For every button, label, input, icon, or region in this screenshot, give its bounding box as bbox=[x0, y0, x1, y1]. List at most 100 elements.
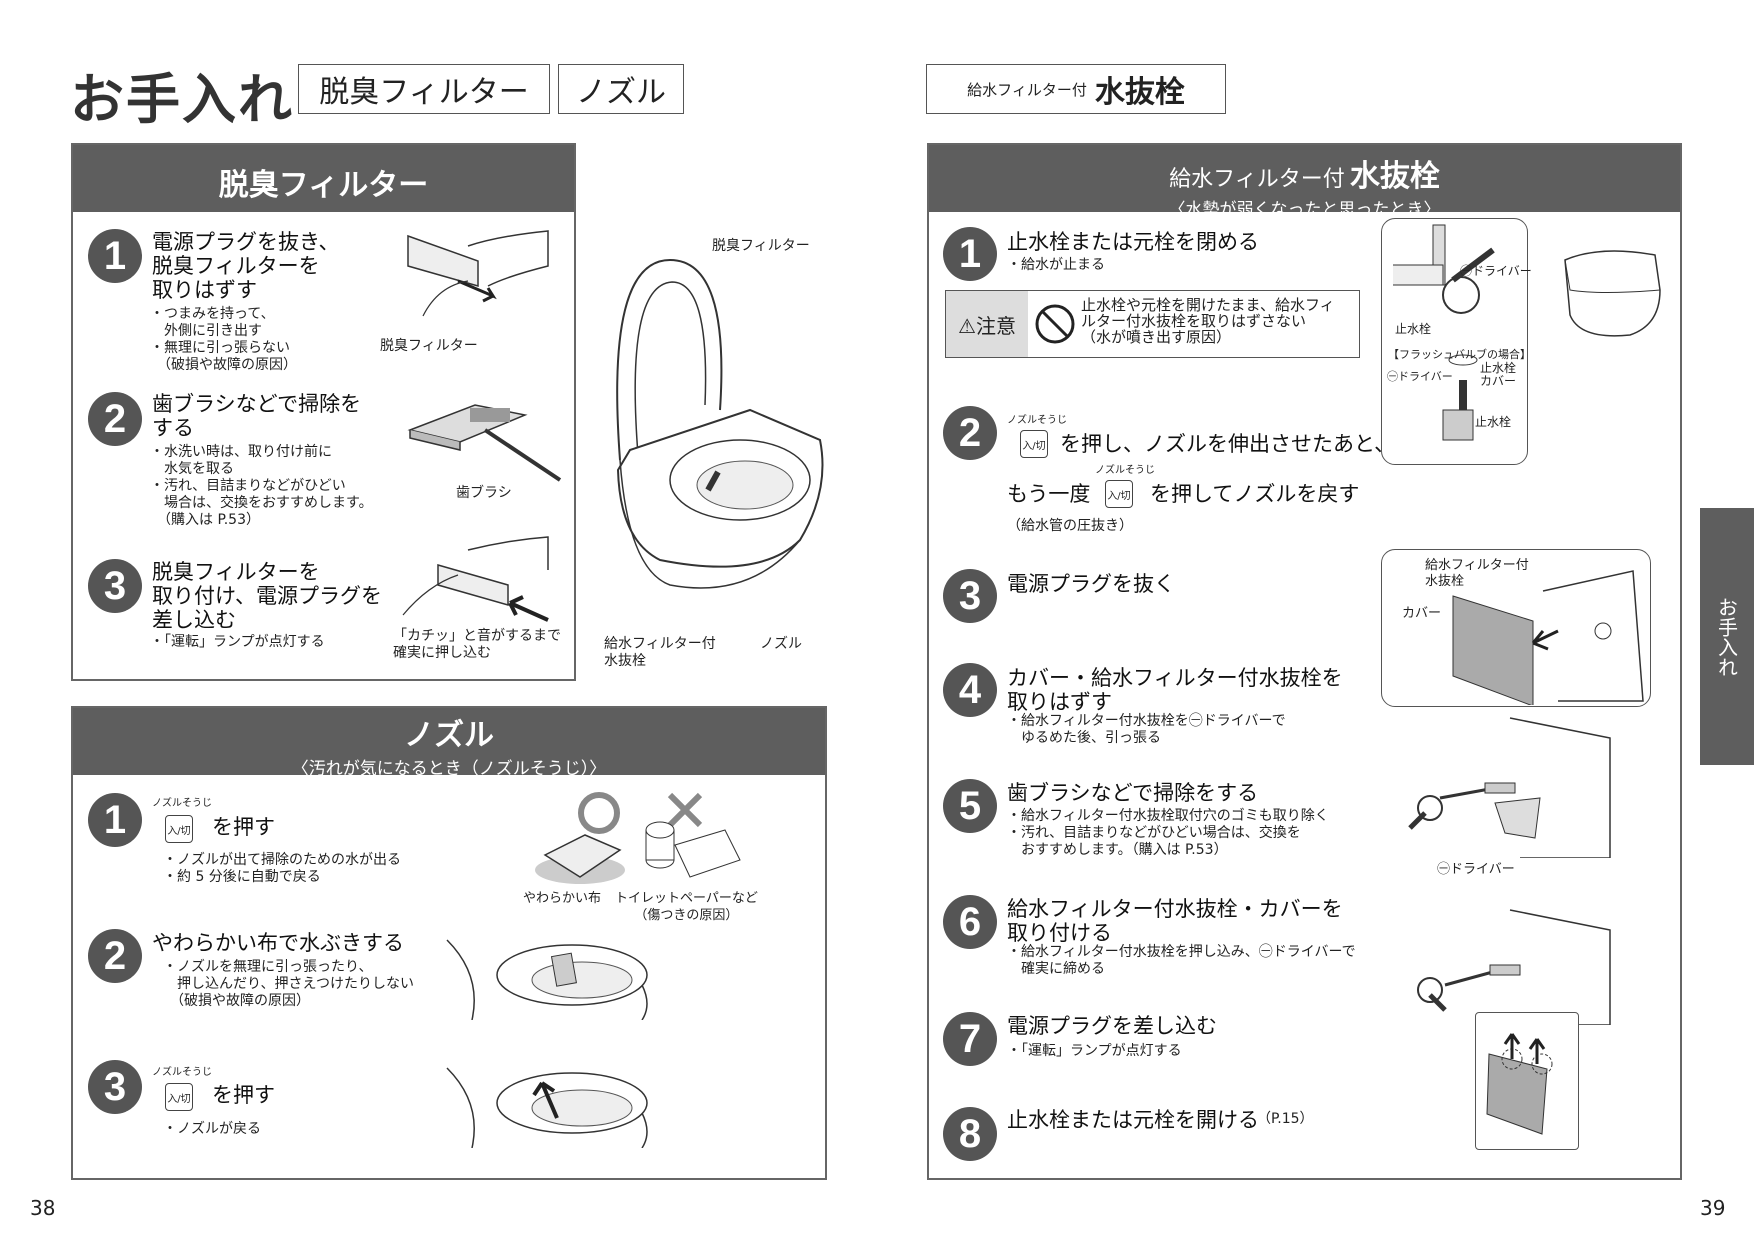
step-number: 2 bbox=[943, 406, 997, 460]
step-number: 3 bbox=[943, 569, 997, 623]
step-number: 3 bbox=[88, 559, 142, 613]
ng-label: トイレットペーパーなど （傷つきの原因） bbox=[615, 891, 758, 923]
toilet-nozzle-label: ノズル bbox=[760, 636, 802, 652]
driver3-label: ㊀ドライバー bbox=[1437, 862, 1515, 877]
driver2-label: ㊀ドライバー bbox=[1387, 370, 1453, 383]
step-title-a: を押し、ノズルを伸出させたあと、 bbox=[1060, 432, 1396, 456]
page-title: お手入れ bbox=[70, 68, 294, 131]
step-title: 電源プラグを差し込む bbox=[1007, 1014, 1217, 1038]
step-notes: ・ノズルが戻る bbox=[163, 1121, 261, 1137]
button-caption: ノズルそうじ bbox=[1095, 465, 1155, 476]
step-title: 止水栓または元栓を開ける bbox=[1007, 1108, 1259, 1132]
cover-install-illustration bbox=[1486, 1033, 1553, 1135]
step-notes: ・給水が止まる bbox=[1007, 257, 1105, 273]
step-title: カバー・給水フィルター付水抜栓を 取りはずす bbox=[1007, 666, 1343, 714]
valve-removal-illustration bbox=[1408, 717, 1611, 858]
nozzle-retract-illustration bbox=[446, 1067, 648, 1148]
button-caption: ノズルそうじ bbox=[1007, 415, 1067, 426]
toothbrush-caption: 歯ブラシ bbox=[456, 485, 512, 501]
caution-label: ⚠注意 bbox=[946, 291, 1028, 357]
step-title: 給水フィルター付水抜栓・カバーを 取り付ける bbox=[1007, 897, 1343, 945]
nozzle-subheading: 〈汚れが気になるとき（ノズルそうじ）〉 bbox=[291, 759, 607, 779]
step-notes: ・ノズルが出て掃除のための水が出る ・約 5 分後に自動で戻る bbox=[163, 852, 401, 885]
button-caption: ノズルそうじ bbox=[152, 1067, 212, 1078]
filter-caption: 脱臭フィルター bbox=[380, 338, 478, 354]
toilet-valve-label: 給水フィルター付 水抜栓 bbox=[604, 636, 716, 669]
step-number: 8 bbox=[943, 1107, 997, 1161]
stopcock-cover-label: 止水栓 カバー bbox=[1480, 361, 1517, 388]
step-title: 止水栓または元栓を閉める bbox=[1007, 230, 1259, 254]
valve-ill-label: 給水フィルター付 水抜栓 bbox=[1425, 558, 1529, 589]
step-title: 電源プラグを抜く bbox=[1007, 572, 1175, 596]
nozzle-heading: ノズル bbox=[404, 718, 494, 753]
step-notes: ・つまみを持って、 外側に引き出す ・無理に引っ張らない （破損や故障の原因） bbox=[150, 306, 297, 373]
valve-subheading: 〈水勢が弱くなったと思ったとき〉 bbox=[1168, 200, 1441, 220]
step-title: を押す bbox=[212, 815, 275, 839]
nozzle-clean-button-icon: 入/切 bbox=[165, 815, 193, 843]
valve-panel-header: 給水フィルター付 水抜栓 〈水勢が弱くなったと思ったとき〉 bbox=[929, 145, 1680, 220]
step-number: 5 bbox=[943, 779, 997, 833]
filter-insert-illustration bbox=[402, 536, 549, 622]
tag-label: 脱臭フィルター bbox=[319, 75, 529, 110]
step-notes: ・ノズルを無理に引っ張ったり、 押し込んだり、押さえつけたりしない （破損や故障… bbox=[163, 959, 415, 1009]
step-title: 脱臭フィルターを 取り付け、電源プラグを 差し込む bbox=[152, 560, 382, 632]
filter-panel-header: 脱臭フィルター bbox=[73, 145, 574, 212]
button-caption: ノズルそうじ bbox=[152, 798, 212, 809]
toilet-filter-label: 脱臭フィルター bbox=[712, 238, 810, 254]
step-number: 6 bbox=[943, 895, 997, 949]
prohibited-icon bbox=[1035, 304, 1075, 344]
step-notes: ・「運転」ランプが点灯する bbox=[150, 634, 325, 650]
stopcock-label: 止水栓 bbox=[1395, 322, 1432, 336]
nozzle-clean-button-icon: 入/切 bbox=[1105, 480, 1133, 508]
step-number: 2 bbox=[88, 392, 142, 446]
filter-heading: 脱臭フィルター bbox=[218, 168, 429, 203]
push-caption: 「カチッ」と音がするまで 確実に押し込む bbox=[393, 628, 561, 661]
step-notes: （給水管の圧抜き） bbox=[1007, 518, 1133, 534]
ok-icon bbox=[578, 792, 620, 834]
step-title: 歯ブラシなどで掃除を する bbox=[152, 392, 362, 440]
flush-valve-label: 【フラッシュバルブの場合】 bbox=[1388, 348, 1531, 361]
nozzle-clean-button-icon: 入/切 bbox=[1020, 430, 1048, 458]
driver-label: ㊀ドライバー bbox=[1460, 264, 1532, 278]
step-title: やわらかい布で水ぶきする bbox=[152, 931, 404, 955]
step-title: 歯ブラシなどで掃除をする bbox=[1007, 781, 1259, 805]
page-number-right: 39 bbox=[1700, 1196, 1726, 1220]
step-notes: ・給水フィルター付水抜栓を押し込み、㊀ドライバーで 確実に締める bbox=[1007, 944, 1356, 977]
step-notes: ・「運転」ランプが点灯する bbox=[1007, 1043, 1182, 1059]
ok-ng-illustration bbox=[535, 792, 741, 884]
tag-nozzle: ノズル bbox=[558, 64, 684, 114]
tag-deodorant-filter: 脱臭フィルター bbox=[298, 64, 550, 114]
valve-heading-small: 給水フィルター付 bbox=[1169, 167, 1345, 192]
step-title: を押す bbox=[212, 1083, 275, 1107]
tag-small-label: 給水フィルター付 bbox=[967, 80, 1087, 99]
toilet-small-illustration bbox=[1564, 250, 1661, 337]
step-number: 1 bbox=[88, 793, 142, 847]
section-side-tab[interactable]: お手入れ bbox=[1700, 508, 1754, 765]
step-notes: ・給水フィルター付水抜栓を㊀ドライバーで ゆるめた後、引っ張る bbox=[1007, 713, 1286, 746]
tag-label: ノズル bbox=[576, 75, 666, 110]
step-number: 3 bbox=[88, 1060, 142, 1114]
step-number: 2 bbox=[88, 929, 142, 983]
valve-install-illustration bbox=[1417, 909, 1611, 1025]
page-number-left: 38 bbox=[30, 1196, 56, 1220]
caution-text: 止水栓や元栓を開けたまま、給水フィ ルター付水抜栓を取りはずさない （水が噴き出… bbox=[1081, 296, 1335, 346]
step-title: 電源プラグを抜き、 脱臭フィルターを 取りはずす bbox=[152, 230, 340, 302]
stopcock-illustration bbox=[1393, 224, 1495, 441]
step-notes: ・水洗い時は、取り付け前に 水気を取る ・汚れ、目詰まりなどがひどい 場合は、交… bbox=[150, 444, 373, 528]
step-number: 7 bbox=[943, 1012, 997, 1066]
toothbrush-illustration bbox=[407, 404, 562, 482]
caution-box: ⚠注意 止水栓や元栓を開けたまま、給水フィ ルター付水抜栓を取りはずさない （水… bbox=[945, 290, 1360, 358]
cover-label: カバー bbox=[1402, 606, 1442, 621]
cover-removal-illustration bbox=[1452, 570, 1644, 705]
ng-icon bbox=[667, 792, 703, 828]
tag-big-label: 水抜栓 bbox=[1094, 75, 1185, 110]
filter-removal-illustration bbox=[407, 230, 549, 317]
step-title-b-post: を押してノズルを戻す bbox=[1150, 482, 1360, 506]
toilet-illustration bbox=[616, 258, 824, 589]
step-title-b-pre: もう一度 bbox=[1007, 482, 1091, 506]
wipe-nozzle-illustration bbox=[446, 939, 648, 1020]
stopcock2-label: 止水栓 bbox=[1475, 415, 1512, 429]
step-number: 1 bbox=[88, 229, 142, 283]
step-number: 1 bbox=[943, 227, 997, 281]
ok-label: やわらかい布 bbox=[523, 891, 602, 906]
